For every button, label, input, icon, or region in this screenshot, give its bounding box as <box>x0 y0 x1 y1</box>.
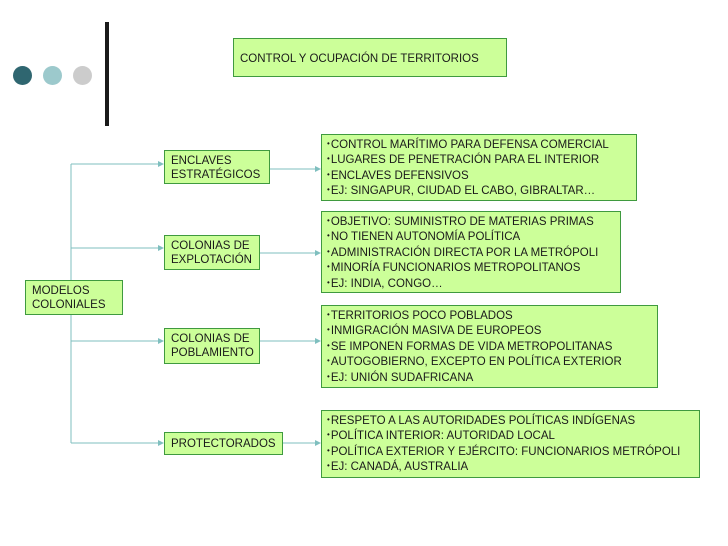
list-colonias-explotacion: OBJETIVO: SUMINISTRO DE MATERIAS PRIMAS … <box>321 211 621 293</box>
list-item: POLÍTICA INTERIOR: AUTORIDAD LOCAL <box>327 429 697 444</box>
list-item: EJ: SINGAPUR, CIUDAD EL CABO, GIBRALTAR… <box>327 184 634 199</box>
category-label-line: EXPLOTACIÓN <box>171 254 252 267</box>
category-label-line: ENCLAVES <box>171 155 232 167</box>
list-item: ADMINISTRACIÓN DIRECTA POR LA METRÓPOLI <box>327 246 618 261</box>
list-item: SE IMPONEN FORMAS DE VIDA METROPOLITANAS <box>327 340 655 355</box>
list-item: RESPETO A LAS AUTORIDADES POLÍTICAS INDÍ… <box>327 414 697 429</box>
decor-vertical-bar <box>105 22 109 126</box>
list-item: EJ: CANADÁ, AUSTRALIA <box>327 460 697 475</box>
list-protectorados: RESPETO A LAS AUTORIDADES POLÍTICAS INDÍ… <box>321 410 700 478</box>
list-item: TERRITORIOS POCO POBLADOS <box>327 309 655 324</box>
category-colonias-explotacion: COLONIAS DE EXPLOTACIÓN <box>164 235 260 270</box>
category-label-line: PROTECTORADOS <box>171 438 276 450</box>
list-item: AUTOGOBIERNO, EXCEPTO EN POLÍTICA EXTERI… <box>327 355 655 370</box>
list-item: CONTROL MARÍTIMO PARA DEFENSA COMERCIAL <box>327 138 634 153</box>
list-item: POLÍTICA EXTERIOR Y EJÉRCITO: FUNCIONARI… <box>327 445 697 460</box>
category-protectorados: PROTECTORADOS <box>164 432 283 455</box>
list-item: MINORÍA FUNCIONARIOS METROPOLITANOS <box>327 261 618 276</box>
list-item: LUGARES DE PENETRACIÓN PARA EL INTERIOR <box>327 153 634 168</box>
category-label-line: ESTRATÉGICOS <box>171 169 261 182</box>
list-item: NO TIENEN AUTONOMÍA POLÍTICA <box>327 230 618 245</box>
category-colonias-poblamiento: COLONIAS DE POBLAMIENTO <box>164 328 260 364</box>
list-item: INMIGRACIÓN MASIVA DE EUROPEOS <box>327 324 655 339</box>
root-node-line-2: COLONIALES <box>32 299 106 312</box>
list-item: EJ: UNIÓN SUDAFRICANA <box>327 371 655 386</box>
list-item: ENCLAVES DEFENSIVOS <box>327 169 634 184</box>
root-node-modelos-coloniales: MODELOS COLONIALES <box>25 280 123 315</box>
decor-dot-light <box>73 66 92 85</box>
list-colonias-poblamiento: TERRITORIOS POCO POBLADOS INMIGRACIÓN MA… <box>321 305 658 388</box>
category-enclaves-estrategicos: ENCLAVES ESTRATÉGICOS <box>164 150 270 184</box>
list-item: EJ: INDIA, CONGO… <box>327 277 618 292</box>
diagram-title: CONTROL Y OCUPACIÓN DE TERRITORIOS <box>233 38 507 77</box>
category-label-line: COLONIAS DE <box>171 240 250 252</box>
root-node-line-1: MODELOS <box>32 285 90 297</box>
category-label-line: POBLAMIENTO <box>171 347 254 360</box>
decor-dot-dark <box>13 66 32 85</box>
list-item: OBJETIVO: SUMINISTRO DE MATERIAS PRIMAS <box>327 215 618 230</box>
decor-dot-mid <box>43 66 62 85</box>
category-label-line: COLONIAS DE <box>171 333 250 345</box>
list-enclaves-estrategicos: CONTROL MARÍTIMO PARA DEFENSA COMERCIAL … <box>321 134 637 201</box>
